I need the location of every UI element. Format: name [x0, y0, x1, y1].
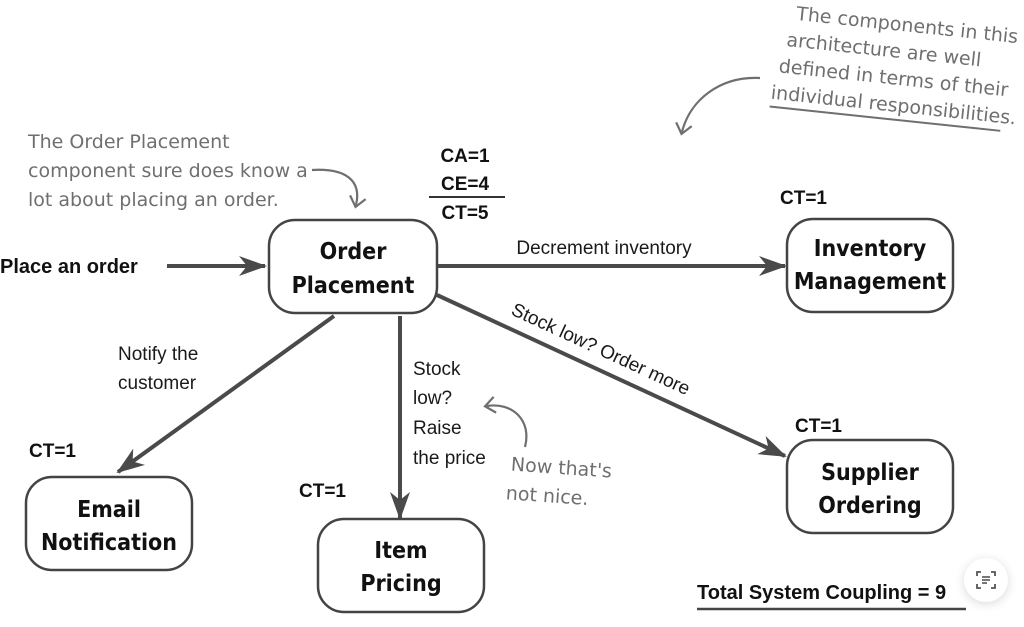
edge-stock-low-order-more — [436, 293, 787, 458]
edge-label-raise-price-line: the price — [413, 448, 486, 469]
edge-label-decrement-inventory: Decrement inventory — [516, 238, 692, 259]
node-inventory-management[interactable]: Inventory Management — [785, 217, 955, 314]
total-system-coupling: Total System Coupling = 9 — [697, 582, 946, 604]
annotation-line: The Order Placement — [27, 131, 230, 153]
annotation-line: component sure does know a — [28, 160, 308, 182]
node-label-line: Email — [77, 497, 141, 523]
node-item-pricing[interactable]: Item Pricing — [316, 517, 486, 614]
curved-arrow-icon — [311, 168, 367, 209]
edge-label-raise-price-line: low? — [413, 388, 452, 409]
node-label-line: Management — [794, 269, 946, 295]
node-label-line: Ordering — [818, 493, 922, 519]
edge-label-raise-price-line: Stock — [413, 359, 461, 380]
text-scan-icon — [976, 571, 996, 589]
annotation-architecture: The components in this architecture are … — [769, 3, 1019, 132]
edge-label-notify-line: customer — [118, 373, 197, 394]
node-order-placement[interactable]: Order Placement — [267, 218, 439, 315]
metric-ct-email: CT=1 — [29, 441, 76, 462]
node-email-notification[interactable]: Email Notification — [24, 475, 194, 572]
node-label-line: Inventory — [814, 236, 927, 262]
curved-arrow-icon — [483, 396, 528, 448]
curved-arrow-icon — [675, 76, 761, 136]
annotation-not-nice: Now that's not nice. — [505, 454, 612, 510]
annotation-line: Now that's — [510, 454, 612, 483]
metric-ct: CT=5 — [442, 203, 489, 224]
edge-label-notify-line: Notify the — [118, 344, 198, 365]
edge-label-place-order: Place an order — [0, 256, 138, 278]
edge-label-stock-low-order-more: Stock low? Order more — [508, 299, 693, 400]
metric-ct-pricing: CT=1 — [299, 481, 346, 502]
node-supplier-ordering[interactable]: Supplier Ordering — [785, 438, 955, 535]
metric-ct-inventory: CT=1 — [780, 188, 827, 209]
node-label-line: Placement — [292, 273, 415, 299]
node-label-line: Item — [374, 538, 427, 564]
node-label-line: Notification — [41, 530, 177, 556]
annotation-underline — [769, 105, 1001, 132]
order-placement-metrics: CA=1 CE=4 CT=5 — [429, 146, 505, 224]
edge-notify-customer — [116, 314, 336, 474]
metric-ca: CA=1 — [440, 146, 490, 167]
node-label-line: Pricing — [360, 571, 441, 597]
node-label-line: Order — [320, 239, 388, 265]
node-label-line: Supplier — [821, 460, 919, 486]
annotation-line: not nice. — [505, 482, 589, 510]
annotation-line: lot about placing an order. — [28, 189, 279, 211]
metric-ce: CE=4 — [441, 174, 489, 195]
text-scan-button[interactable] — [964, 558, 1008, 602]
metric-ct-supplier: CT=1 — [795, 416, 842, 437]
edge-label-raise-price-line: Raise — [413, 418, 462, 439]
annotation-order-placement: The Order Placement component sure does … — [27, 131, 308, 211]
